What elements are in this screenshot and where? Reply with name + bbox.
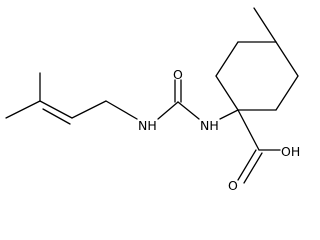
ring-bond-4 xyxy=(275,41,299,77)
bond-carbonyl-to-nh xyxy=(177,101,200,120)
bond-ring-methyl xyxy=(253,7,277,43)
bond-ring-to-cooh xyxy=(237,109,260,151)
bond-acid-double-a xyxy=(237,149,257,181)
molecule-svg: O NH NH OH O xyxy=(5,7,300,192)
ring-bond-5 xyxy=(275,75,299,111)
bond-c-to-ch xyxy=(39,100,73,119)
bond-acid-double-b xyxy=(243,152,263,184)
bond-double-inner xyxy=(42,108,71,125)
label-oh: OH xyxy=(281,144,300,159)
bond-methyl-left xyxy=(5,100,41,119)
bond-ch-to-ch2 xyxy=(71,100,107,119)
label-acid-oxygen: O xyxy=(228,178,238,192)
ring-bond-2 xyxy=(215,41,239,77)
label-carbonyl-oxygen: O xyxy=(173,67,183,82)
molecule-diagram: O NH NH OH O xyxy=(5,7,300,192)
label-nh-right: NH xyxy=(200,118,219,133)
bond-ch2-to-nh xyxy=(105,100,138,120)
bond-nh-to-carbonyl xyxy=(157,101,179,120)
ring-bond-1 xyxy=(215,75,239,111)
label-nh-left: NH xyxy=(138,118,157,133)
bond-nh-to-ring xyxy=(219,109,239,120)
